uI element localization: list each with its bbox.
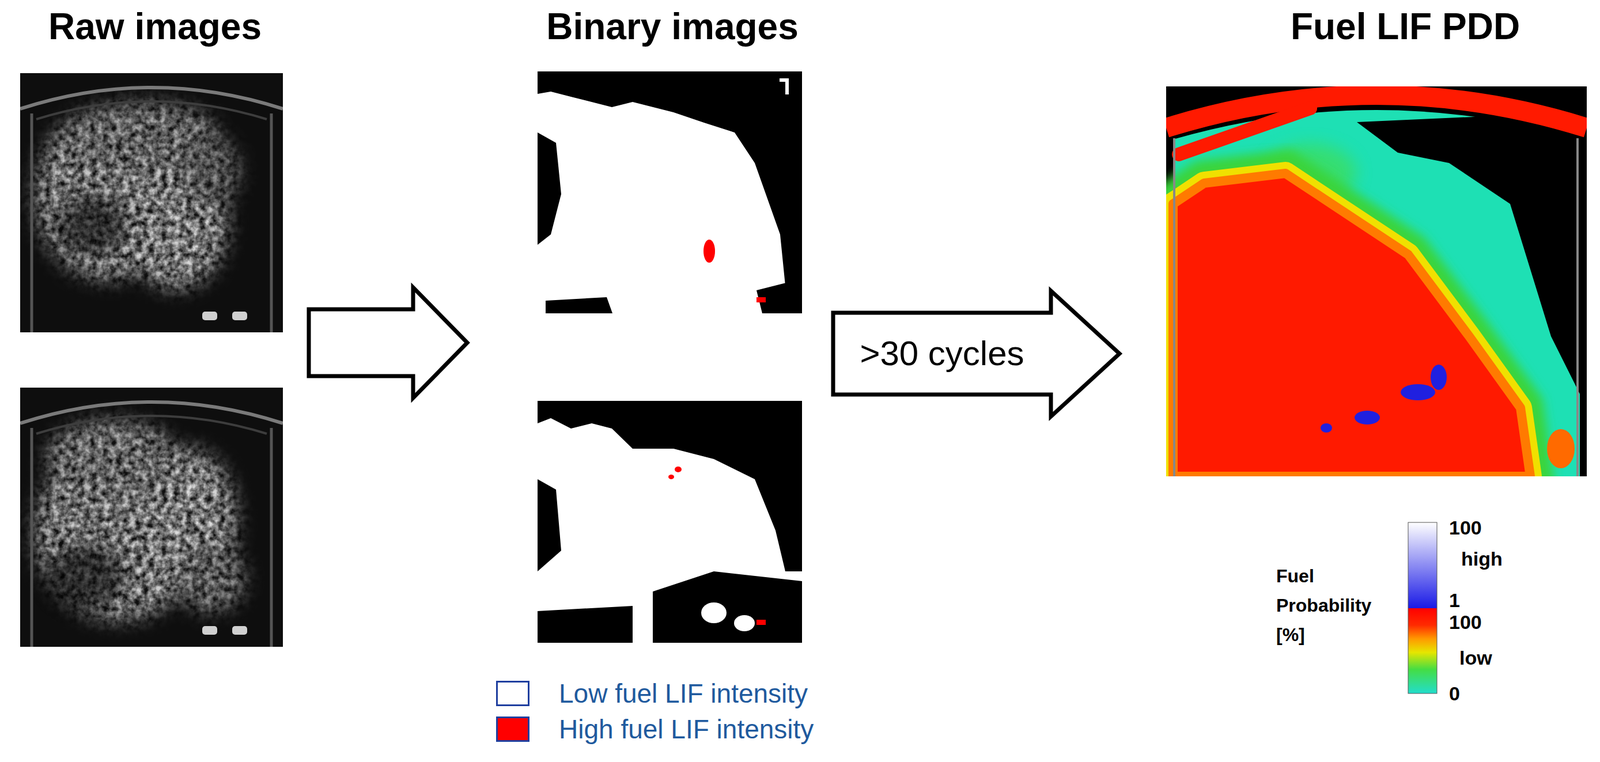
scale-label: 100 [1449,612,1482,633]
raw-image [20,73,283,333]
scale-label: high [1461,549,1503,569]
panel-heading: Fuel LIF PDD [1162,5,1595,49]
image-panel: Binary images [534,5,811,649]
legend-row: High fuel LIF intensity [496,716,814,743]
image-panel: Raw images [17,5,293,654]
image-panel: Fuel LIF PDD [1162,5,1595,482]
edge-label: >30 cycles [856,334,1028,373]
scale-label: low [1459,648,1493,668]
scale-label: 0 [1449,683,1460,704]
panel-heading: Raw images [17,5,293,49]
legend-row: Low fuel LIF intensity [496,680,814,707]
panel-heading: Binary images [534,5,811,49]
legend-swatch [496,681,530,707]
binary-image [537,71,803,314]
scale-label: 100 [1449,517,1482,538]
block-arrow [308,287,468,399]
axis-title: Fuel Probability [%] [1276,561,1386,651]
scale-label: 1 [1449,590,1460,611]
binary-image [537,401,803,643]
pdd-image [1166,86,1587,477]
block-arrow [833,290,1120,417]
legend-swatch [496,716,530,743]
legend: Low fuel LIF intensityHigh fuel LIF inte… [496,680,814,752]
legend-text: High fuel LIF intensity [558,716,814,743]
raw-image [20,387,283,648]
legend-text: Low fuel LIF intensity [558,680,808,707]
color-bar [1408,522,1437,694]
